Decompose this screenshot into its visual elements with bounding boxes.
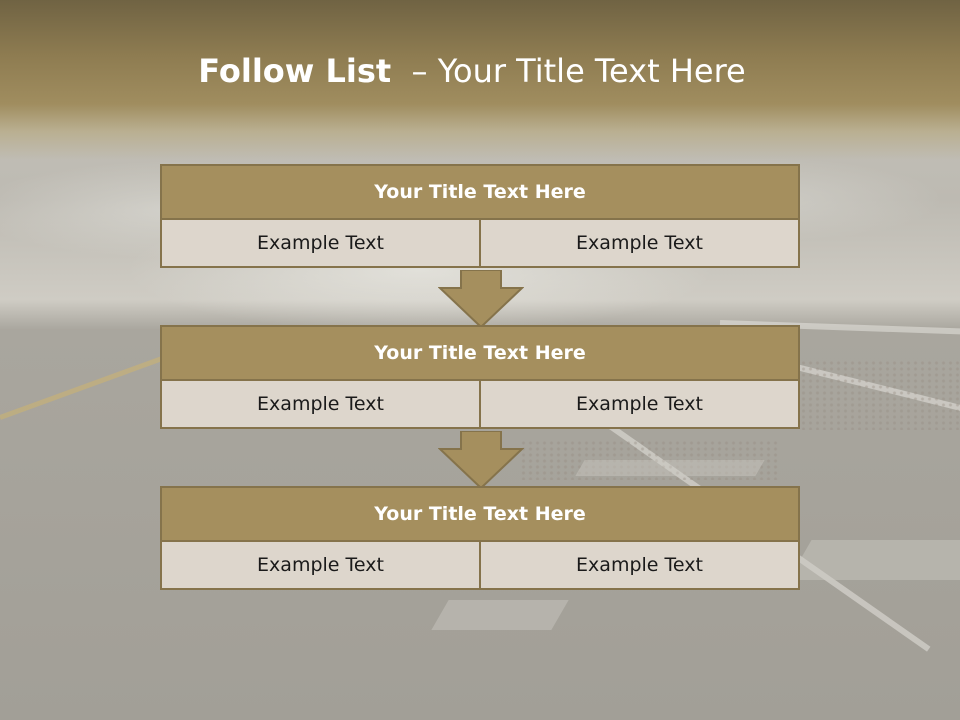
down-arrow-icon [438, 431, 524, 489]
step-cell-right: Example Text [479, 540, 800, 590]
step-cell-right: Example Text [479, 218, 800, 268]
step-title: Your Title Text Here [160, 325, 800, 381]
gravel [520, 440, 780, 480]
step-row: Example Text Example Text [160, 379, 800, 429]
step-cell-left: Example Text [160, 540, 481, 590]
sleeper [575, 460, 765, 476]
step-box-1: Your Title Text Here Example Text Exampl… [160, 164, 800, 268]
step-cell-left: Example Text [160, 218, 481, 268]
title-rest: – Your Title Text Here [391, 52, 746, 90]
step-title: Your Title Text Here [160, 164, 800, 220]
step-cell-left: Example Text [160, 379, 481, 429]
sleeper [431, 600, 569, 630]
sleeper [788, 540, 960, 580]
down-arrow-icon [438, 270, 524, 328]
step-row: Example Text Example Text [160, 218, 800, 268]
step-title: Your Title Text Here [160, 486, 800, 542]
slide-title: Follow List – Your Title Text Here [0, 52, 944, 90]
step-box-3: Your Title Text Here Example Text Exampl… [160, 486, 800, 590]
title-bold: Follow List [198, 52, 392, 90]
gravel [800, 360, 960, 430]
step-box-2: Your Title Text Here Example Text Exampl… [160, 325, 800, 429]
header-band [0, 0, 960, 160]
step-cell-right: Example Text [479, 379, 800, 429]
step-row: Example Text Example Text [160, 540, 800, 590]
